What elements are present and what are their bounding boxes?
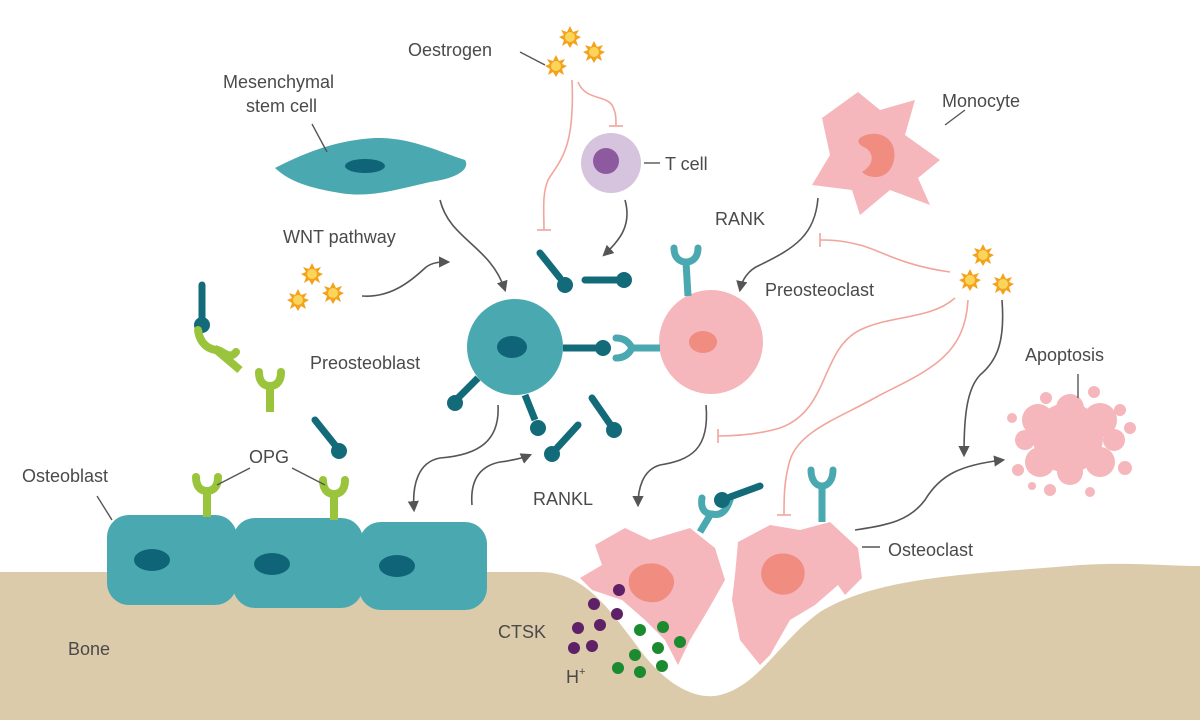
t-cell-nucleus <box>593 148 619 174</box>
receptor-rank-icon <box>807 466 837 522</box>
pathway-arrows <box>361 197 1006 531</box>
ligand-rankl-icon <box>563 340 611 356</box>
label-preosteoclast: Preosteoclast <box>765 280 874 300</box>
oestrogen-molecule-icon <box>959 244 1014 295</box>
ctsk-enzyme-dots <box>568 584 625 654</box>
receptor-rank-icon <box>612 334 660 362</box>
opg-receptor-icon <box>259 372 281 412</box>
hydrogen-ion-dots <box>612 621 686 678</box>
monocyte-nucleus <box>858 133 895 177</box>
receptor-rank-icon <box>696 494 734 534</box>
label-preosteoblast: Preosteoblast <box>310 353 420 373</box>
label-wnt-pathway: WNT pathway <box>283 227 396 247</box>
label-ctsk: CTSK <box>498 622 546 642</box>
label-leaders <box>96 51 1079 548</box>
apoptotic-cell <box>1007 386 1136 497</box>
preosteoblast-nucleus <box>497 336 527 358</box>
ligand-rankl-icon <box>536 249 573 293</box>
label-rankl: RANKL <box>533 489 593 509</box>
label-osteoblast: Osteoblast <box>22 466 108 486</box>
wnt-molecule-icon <box>287 263 344 311</box>
opg-receptor-icon <box>323 480 345 520</box>
osteoblast-cells <box>107 515 487 610</box>
label-osteoclast: Osteoclast <box>888 540 973 560</box>
ligand-rankl-icon <box>588 394 622 438</box>
label-stem-cell: stem cell <box>246 96 317 116</box>
label-monocyte: Monocyte <box>942 91 1020 111</box>
label-bone: Bone <box>68 639 110 659</box>
ligand-rankl-icon <box>714 482 764 508</box>
inhibition-lines <box>537 79 969 516</box>
label-opg: OPG <box>249 447 289 467</box>
ligand-rankl-icon <box>544 421 582 462</box>
ligand-rankl-icon <box>311 416 347 459</box>
osteoclast-nucleus <box>761 553 805 595</box>
ligand-rankl-icon <box>581 272 632 288</box>
ligand-rankl-icon <box>447 375 481 411</box>
osteoclast-nucleus <box>628 563 675 603</box>
label-mesenchymal: Mesenchymal <box>223 72 334 92</box>
oestrogen-molecule-icon <box>545 26 605 77</box>
label-rank: RANK <box>715 209 765 229</box>
label-h-plus: H+ <box>566 666 585 687</box>
receptor-rank-icon <box>670 244 702 297</box>
preosteoclast-nucleus <box>689 331 717 353</box>
opg-rankl-complex-icon <box>194 281 243 374</box>
label-t-cell: T cell <box>665 154 708 174</box>
label-apoptosis: Apoptosis <box>1025 345 1104 365</box>
ligand-rankl-icon <box>521 393 546 436</box>
osteoclast-right <box>732 522 862 665</box>
label-oestrogen: Oestrogen <box>408 40 492 60</box>
opg-receptor-icon <box>196 477 218 517</box>
msc-nucleus <box>345 159 385 173</box>
